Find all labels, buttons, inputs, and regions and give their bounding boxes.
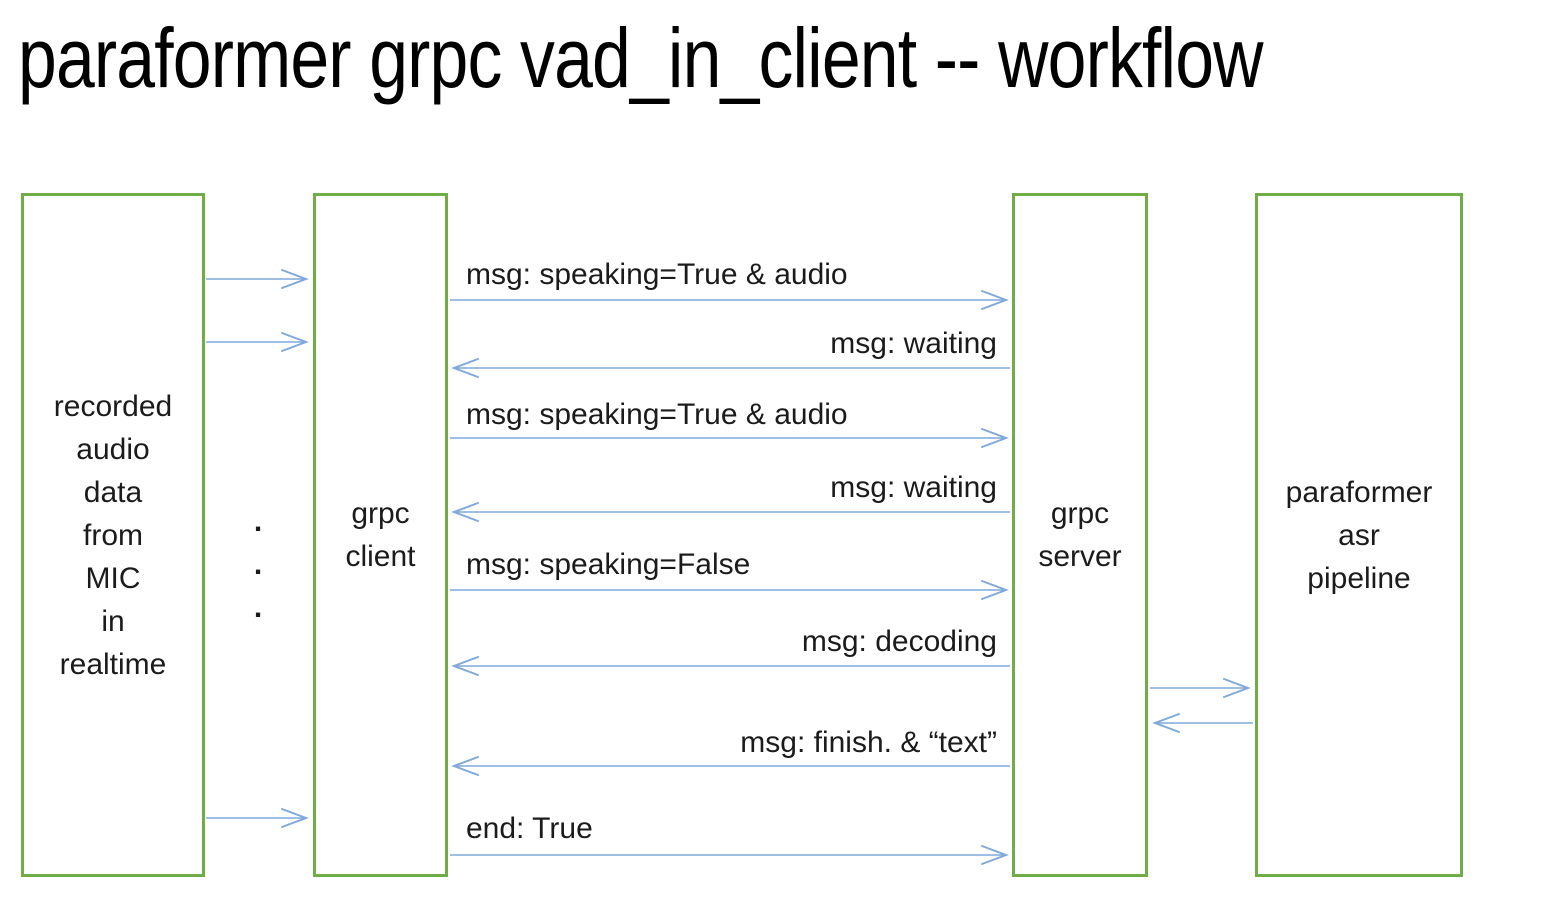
message-label-speaking-true-2: msg: speaking=True & audio [466,398,848,431]
message-label-end-true: end: True [466,812,593,845]
message-label-speaking-true-1: msg: speaking=True & audio [466,258,848,291]
box-recorded-audio-label: recorded audio data from MIC in realtime [53,389,173,681]
box-paraformer-asr-pipeline-label: paraformer asr pipeline [1285,475,1433,595]
continuation-dots: . . . [253,505,263,624]
message-label-finish-text: msg: finish. & “text” [740,726,997,759]
box-grpc-server-label: grpc server [1038,497,1122,573]
box-recorded-audio: recorded audio data from MIC in realtime [21,193,205,877]
message-label-decoding: msg: decoding [801,625,997,658]
box-grpc-client-label: grpc client [345,497,416,573]
message-label-waiting-1: msg: waiting [830,327,997,360]
diagram-title: paraformer grpc vad_in_client -- workflo… [18,11,1263,105]
message-label-speaking-false: msg: speaking=False [466,548,751,581]
message-label-waiting-2: msg: waiting [830,471,997,504]
box-grpc-client: grpc client [313,193,448,877]
box-paraformer-asr-pipeline: paraformer asr pipeline [1255,193,1463,877]
box-grpc-server: grpc server [1012,193,1148,877]
